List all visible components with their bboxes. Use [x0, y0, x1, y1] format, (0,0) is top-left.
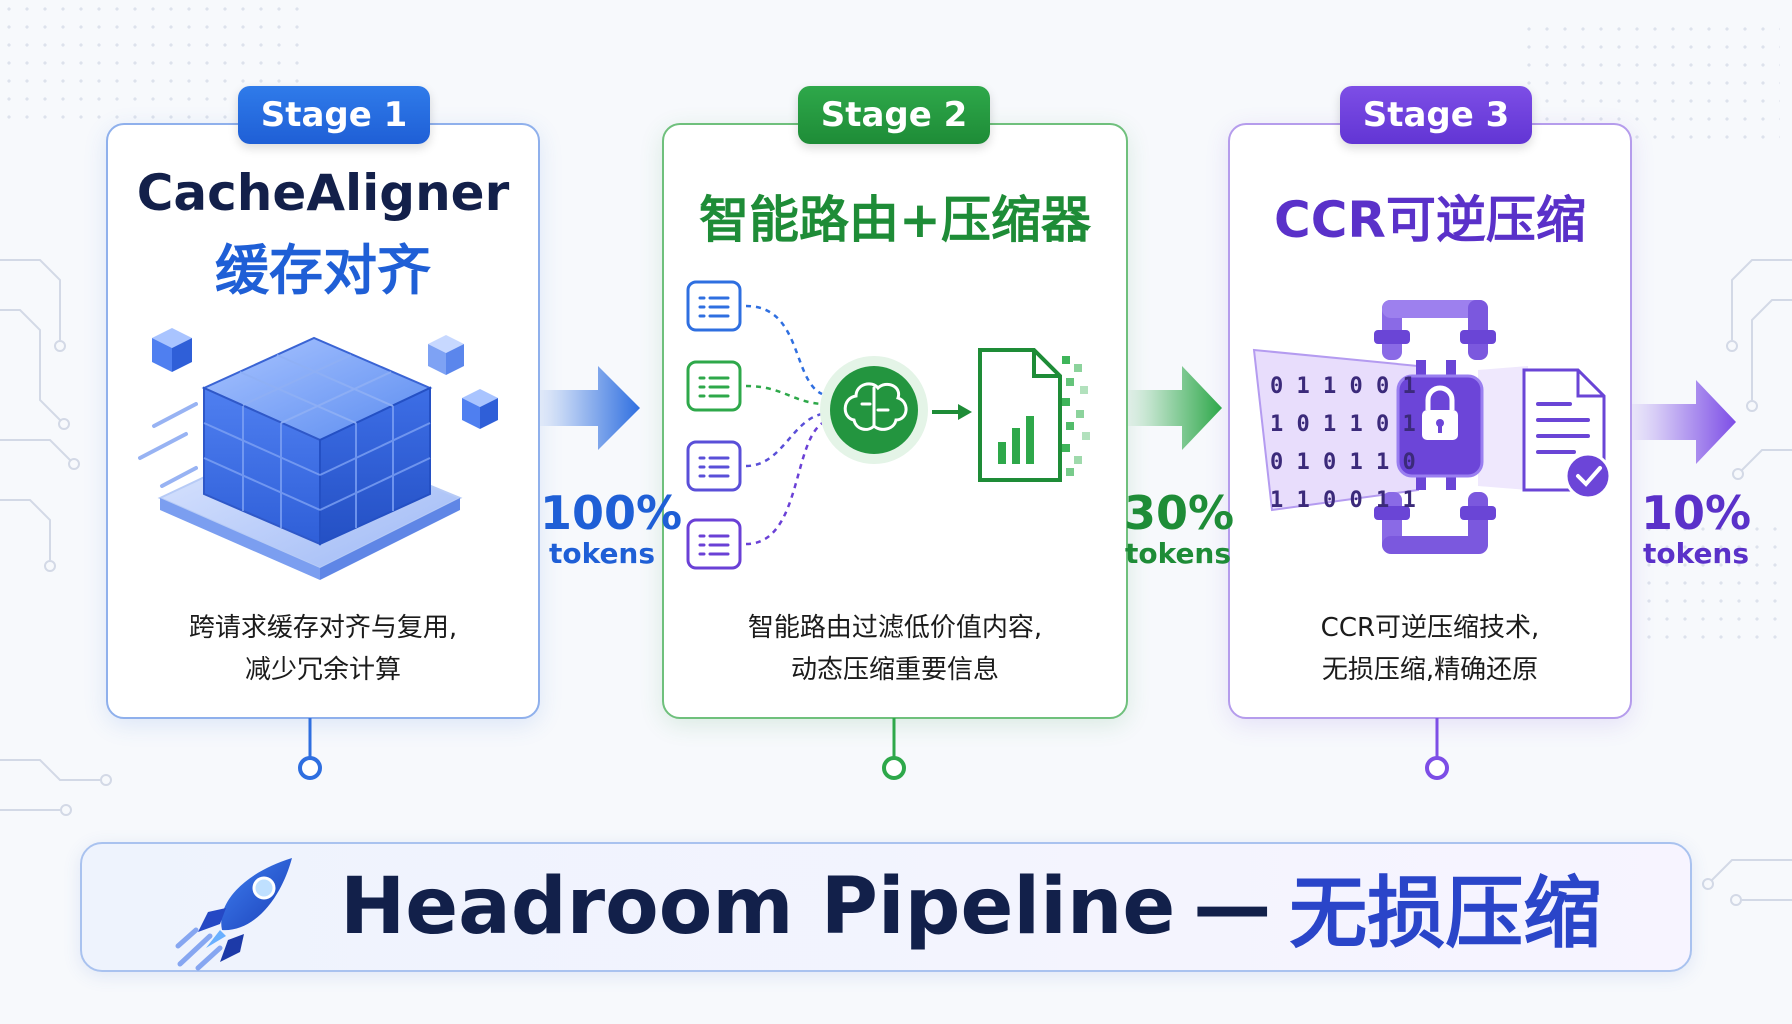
stage-2-badge: Stage 2	[798, 86, 990, 144]
stage-2-desc-line1: 智能路由过滤低价值内容,	[747, 613, 1043, 643]
rocket-icon	[175, 858, 292, 971]
stage-3-title: CCR可逆压缩	[1274, 191, 1586, 249]
binary-row: 1 1 0 0 1 1	[1270, 488, 1416, 513]
token-unit: tokens	[1124, 537, 1232, 570]
chart-document-icon	[978, 348, 1062, 482]
check-icon	[1564, 452, 1612, 500]
stage-3-description: CCR可逆压缩技术, 无损压缩,精确还原	[1228, 607, 1632, 691]
stage-2-title: 智能路由+压缩器	[699, 191, 1091, 249]
stage-1-description: 跨请求缓存对齐与复用, 减少冗余计算	[106, 607, 540, 691]
dot-pattern-top-right	[1520, 20, 1780, 140]
document-list-icon	[686, 280, 742, 570]
stage-1-badge: Stage 1	[238, 86, 430, 144]
flow-label-1: 100% tokens	[540, 486, 683, 570]
stage-3-desc-line2: 无损压缩,精确还原	[1321, 655, 1539, 685]
stage-1-desc-line1: 跨请求缓存对齐与复用,	[188, 613, 458, 643]
cube-icon	[138, 328, 498, 580]
stage-1-desc-line2: 减少冗余计算	[244, 655, 401, 685]
brain-icon	[820, 356, 928, 464]
circuit-lines-left	[0, 259, 112, 816]
flow-arrow-2	[1128, 366, 1222, 450]
pipeline-connector	[298, 718, 1449, 780]
dot-pattern-bottom-right	[1640, 520, 1790, 640]
binary-data-panel: 0 1 1 0 0 1 1 0 1 1 0 1 0 1 0 1 1 0 1 1 …	[1270, 368, 1430, 520]
lock-icon	[1374, 300, 1496, 554]
banner-title-separator: —	[1193, 862, 1272, 952]
banner-title-main: Headroom Pipeline	[340, 862, 1176, 952]
binary-row: 0 1 0 1 1 0	[1270, 450, 1416, 475]
stage-3-badge: Stage 3	[1340, 86, 1532, 144]
pipeline-banner	[80, 842, 1692, 972]
stage-1-subtitle: 缓存对齐	[215, 239, 431, 302]
stage-2-desc-line2: 动态压缩重要信息	[790, 655, 999, 685]
token-percent: 100%	[540, 486, 683, 540]
banner-title-accent: 无损压缩	[1289, 869, 1602, 959]
stage-1-title: CacheAligner	[136, 164, 510, 222]
stage-3-desc-line1: CCR可逆压缩技术,	[1320, 613, 1540, 643]
token-percent: 30%	[1124, 486, 1235, 540]
token-percent: 10%	[1640, 486, 1752, 540]
binary-row: 0 1 1 0 0 1	[1270, 374, 1416, 399]
flow-arrow-3	[1632, 380, 1736, 464]
banner-title: Headroom Pipeline — 无损压缩	[340, 862, 1601, 959]
circuit-lines-right	[1702, 259, 1792, 906]
binary-row: 1 0 1 1 0 1	[1270, 412, 1416, 437]
token-unit: tokens	[548, 537, 656, 570]
stage-2-description: 智能路由过滤低价值内容, 动态压缩重要信息	[662, 607, 1128, 691]
flow-label-3: 10% tokens	[1636, 490, 1756, 568]
token-unit: tokens	[1642, 537, 1750, 570]
stage-2-illustration	[686, 280, 1090, 570]
flow-label-2: 30% tokens	[1124, 486, 1235, 570]
stage-3-illustration	[1252, 300, 1612, 554]
flow-arrow-1	[540, 366, 640, 450]
